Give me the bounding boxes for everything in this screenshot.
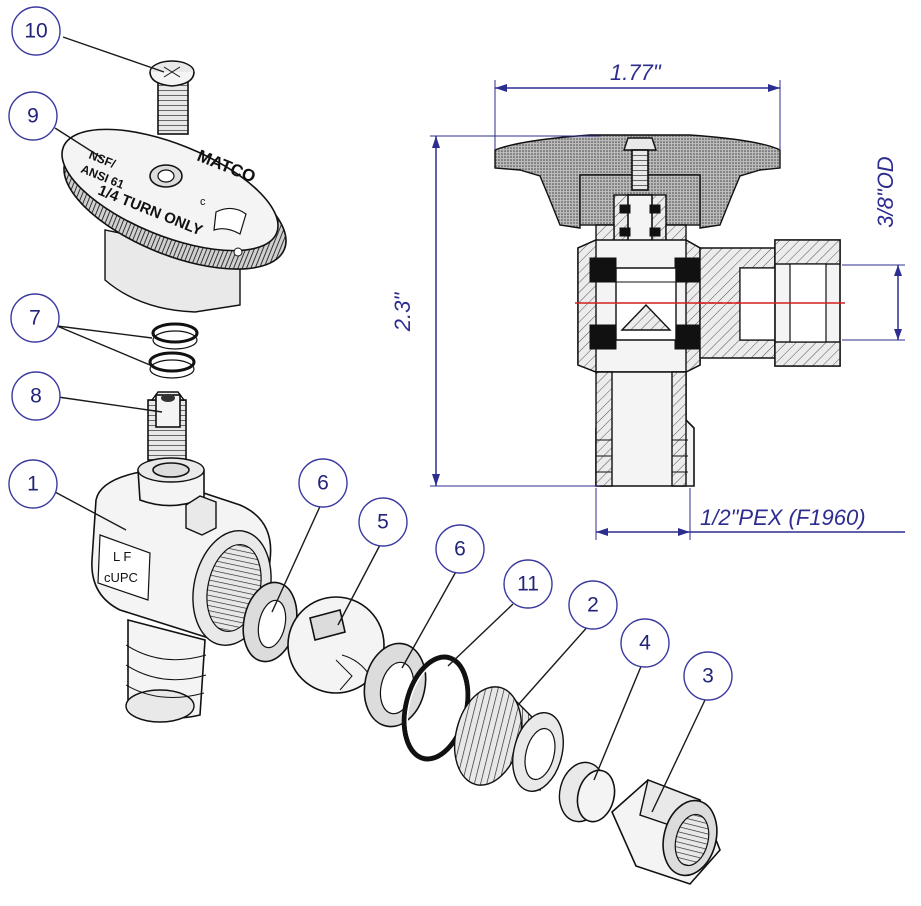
balloon-6b-label: 6: [454, 538, 466, 561]
balloon-6a: 6: [298, 458, 348, 508]
seat-part-right: [363, 642, 427, 728]
balloon-5-label: 5: [377, 511, 389, 534]
leader-lines: [54, 36, 706, 813]
balloon-10: 10: [11, 6, 61, 56]
stem-part: [147, 391, 187, 461]
balloon-2-label: 2: [587, 594, 599, 617]
balloon-6b: 6: [435, 524, 485, 574]
dimension-width-text: 1.77": [610, 60, 662, 85]
balloon-8: 8: [11, 371, 61, 421]
balloon-3-label: 3: [702, 665, 714, 688]
dimension-outlet-text: 3/8"OD: [873, 156, 898, 228]
handle-part: MATCO NSF/ ANSI 61 1/4 TURN ONLY c: [61, 128, 287, 313]
balloon-7-label: 7: [29, 307, 41, 330]
balloon-8-label: 8: [30, 385, 42, 408]
dimension-height: 2.3": [390, 135, 600, 487]
balloon-1-label: 1: [27, 473, 39, 496]
section-view: [494, 134, 845, 487]
dimension-inlet: 1/2"PEX (F1960): [595, 488, 905, 540]
ball-part: [287, 596, 385, 694]
balloon-6a-label: 6: [317, 472, 329, 495]
balloon-7: 7: [10, 293, 60, 343]
balloon-4-label: 4: [639, 632, 651, 655]
body-marking-line2: cUPC: [104, 570, 138, 585]
balloon-4: 4: [620, 618, 670, 668]
balloon-11-label: 11: [517, 573, 539, 596]
balloon-1: 1: [8, 459, 58, 509]
certification-logo-icon: [213, 207, 247, 257]
ferrule-part: [558, 761, 616, 823]
balloon-9: 9: [8, 91, 58, 141]
dimension-width: 1.77": [494, 60, 781, 150]
balloon-11: 11: [503, 559, 553, 609]
handle-small-mark: c: [200, 196, 206, 208]
threaded-adapter-part: [453, 686, 564, 792]
dimension-inlet-text: 1/2"PEX (F1960): [700, 505, 866, 530]
balloon-2: 2: [568, 580, 618, 630]
valve-body-part: L F cUPC: [91, 457, 272, 723]
screw-part: [149, 60, 195, 135]
o-ring-pair-part: [148, 322, 199, 379]
balloon-9-label: 9: [27, 105, 39, 128]
dimension-outlet: 3/8"OD: [842, 156, 905, 341]
seat-part-left: [242, 581, 298, 663]
compression-nut-part: [611, 779, 721, 885]
dimension-height-text: 2.3": [390, 292, 415, 333]
balloon-5: 5: [358, 497, 408, 547]
balloon-10-label: 10: [24, 20, 47, 43]
balloon-3: 3: [683, 651, 733, 701]
body-marking-line1: L F: [113, 549, 131, 564]
